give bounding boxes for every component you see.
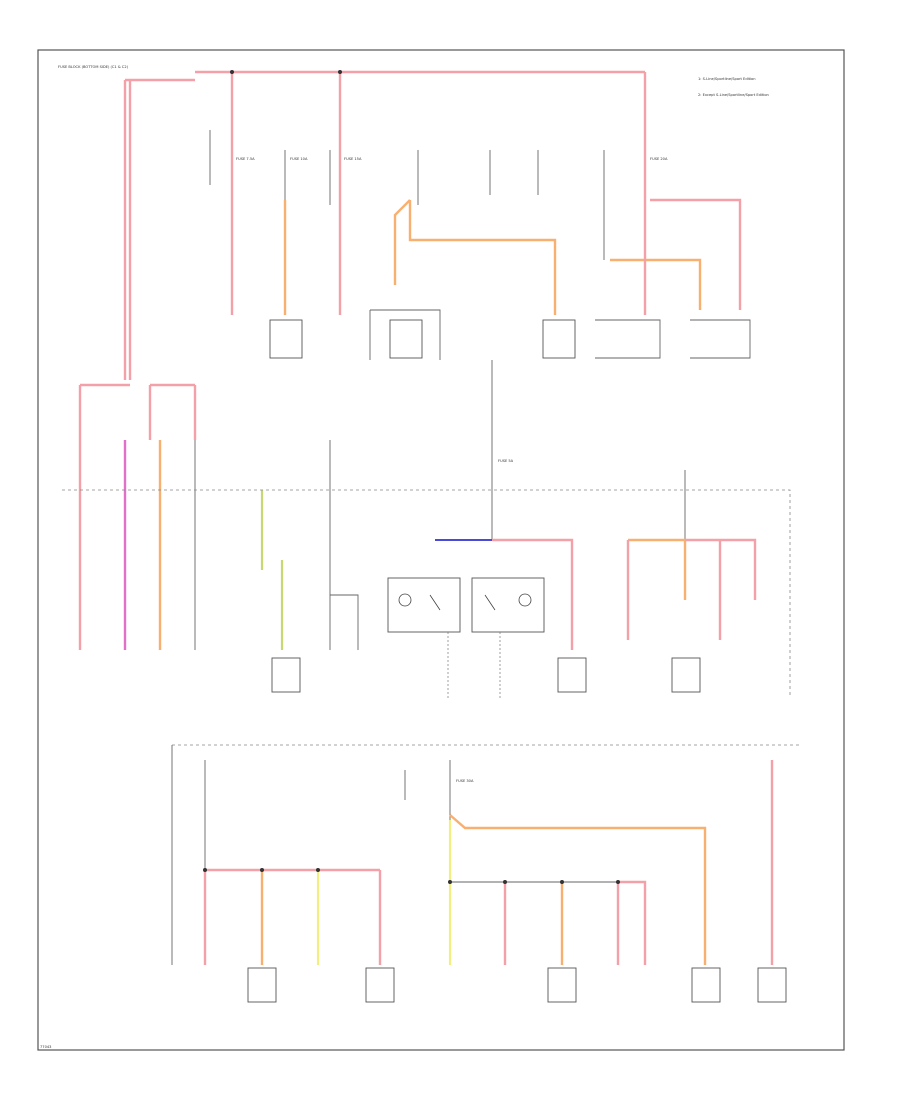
middle-components bbox=[271, 577, 701, 700]
diagram-code: 77043 bbox=[40, 1045, 51, 1049]
bottom-components bbox=[247, 967, 787, 1003]
legend-note-2: 2: Except S-Line/Sportline/Sport Edition bbox=[698, 93, 769, 97]
diagram-frame bbox=[37, 49, 845, 1051]
legend-note-1: 1: S-Line/Sportline/Sport Edition bbox=[698, 77, 756, 81]
top-components bbox=[269, 309, 751, 400]
top-bus bbox=[123, 70, 647, 380]
middle-bus bbox=[78, 383, 757, 650]
fuse-label: FUSE 20A bbox=[650, 157, 668, 161]
fuse-label: FUSE 30A bbox=[456, 779, 474, 783]
top-fuses bbox=[209, 120, 742, 315]
top-left-label: FUSE BLOCK (BOTTOM SIDE) (C1 & C2) bbox=[58, 65, 129, 69]
fuse-label: FUSE 15A bbox=[344, 157, 362, 161]
bottom-bus bbox=[171, 745, 774, 965]
fuse-label: FUSE 5A bbox=[498, 459, 514, 463]
fuse-label: FUSE 10A bbox=[290, 157, 308, 161]
fuse-label: FUSE 7.5A bbox=[236, 157, 255, 161]
mid-region bbox=[62, 489, 791, 695]
fuse-labels: FUSE 7.5A FUSE 10A FUSE 15A FUSE 20A FUS… bbox=[236, 157, 668, 783]
